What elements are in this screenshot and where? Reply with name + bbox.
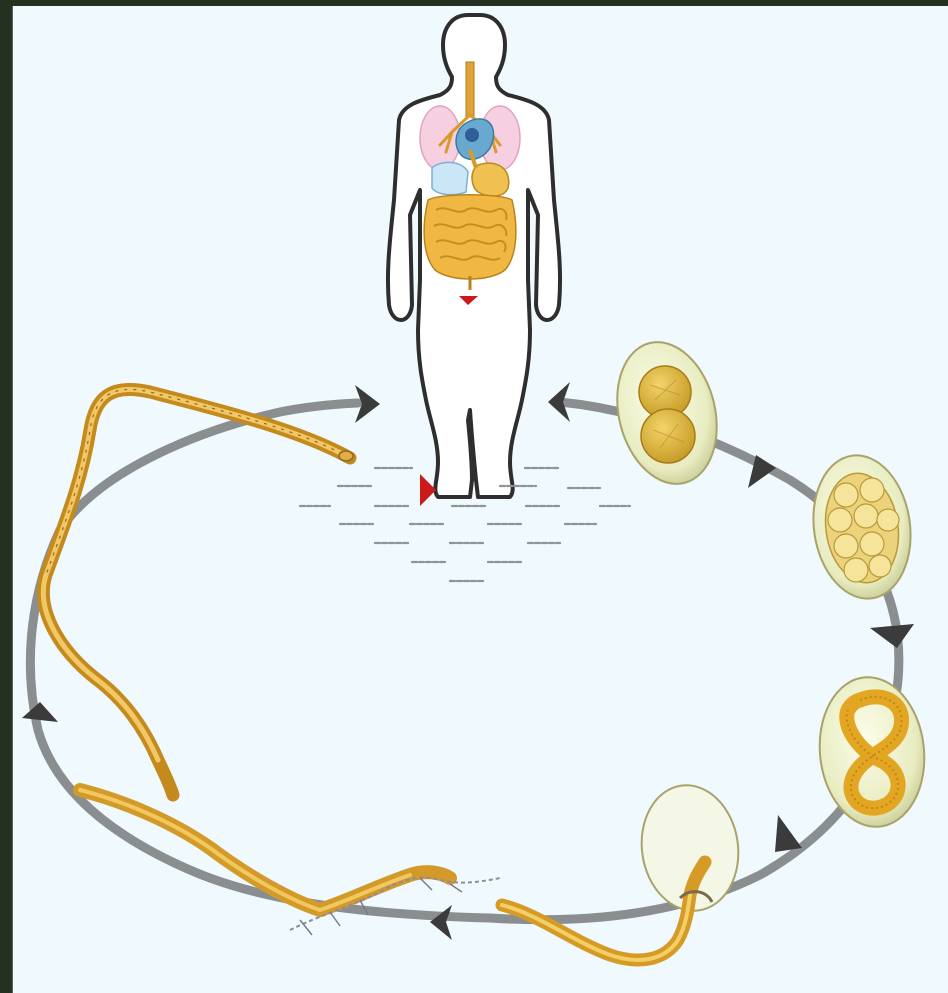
arrowhead-hatch-to-molt bbox=[430, 905, 452, 940]
egg-coiled-larva bbox=[812, 672, 931, 832]
egg-two-cell bbox=[603, 332, 731, 495]
filariform-larva bbox=[43, 389, 353, 795]
cycle-segment-bottom-left bbox=[30, 530, 490, 918]
filariform-larva-body bbox=[43, 389, 350, 795]
liver bbox=[432, 162, 468, 194]
larva-hatching bbox=[502, 779, 746, 960]
foot-entry-marker bbox=[420, 474, 436, 506]
larva-head bbox=[339, 451, 353, 461]
lung-left bbox=[420, 106, 460, 170]
stomach bbox=[472, 163, 509, 196]
arrowhead-molt-to-larva bbox=[22, 702, 58, 722]
arrowhead-egg2-to-egg3 bbox=[870, 624, 914, 648]
heart-vessel bbox=[465, 128, 479, 142]
arrowhead-egg3-to-hatch bbox=[775, 815, 802, 852]
human-host bbox=[388, 15, 560, 506]
intestines bbox=[424, 195, 516, 279]
trachea bbox=[466, 62, 474, 117]
egg-multicell bbox=[804, 449, 919, 605]
cycle-segment-upper-left bbox=[60, 403, 358, 530]
